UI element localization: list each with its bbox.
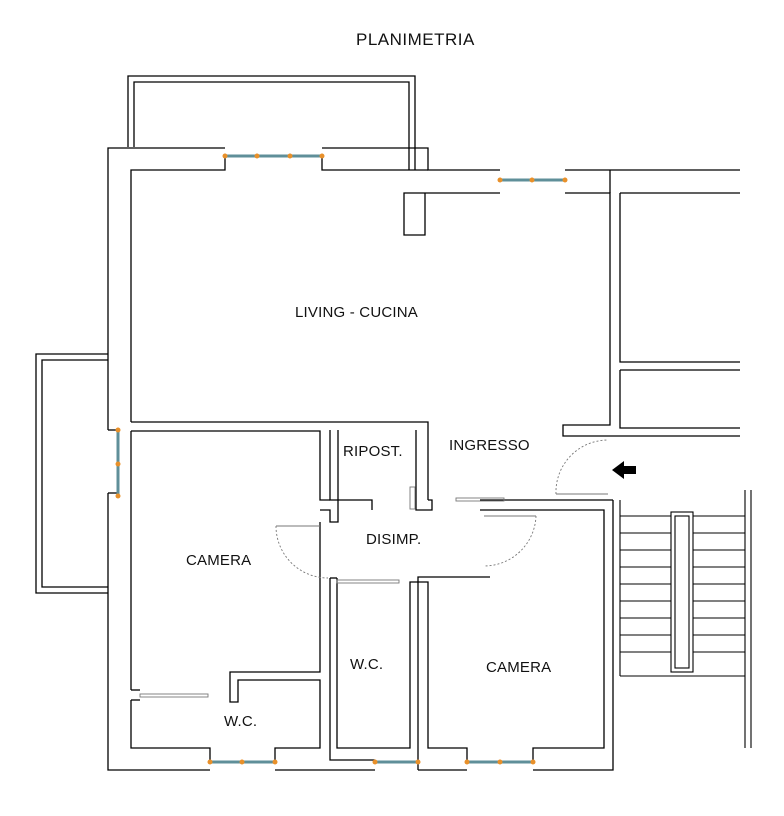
room-label-ripost: RIPOST. — [343, 443, 403, 460]
room-label-camera-right: CAMERA — [486, 659, 552, 676]
room-label-camera-left: CAMERA — [186, 552, 252, 569]
camera-left-walls — [130, 578, 321, 760]
window-bottom-right — [464, 759, 536, 765]
window-left — [115, 427, 121, 499]
room-label-living: LIVING - CUCINA — [295, 304, 419, 321]
windows — [115, 153, 568, 765]
window-top — [222, 153, 325, 159]
window-bottom-center — [372, 759, 421, 765]
room-label-wc-center: W.C. — [350, 656, 384, 673]
doors — [139, 439, 609, 698]
wc-center-walls — [329, 577, 418, 761]
room-label-ingresso: INGRESSO — [449, 437, 530, 454]
ripost-walls — [320, 430, 433, 523]
left-balcony — [35, 353, 108, 594]
plan-title: PLANIMETRIA — [356, 30, 475, 49]
room-label-disimp: DISIMP. — [366, 531, 422, 548]
camera-right-walls — [417, 499, 613, 770]
room-label-wc-bottom: W.C. — [224, 713, 258, 730]
entrance-arrow-icon — [612, 461, 636, 479]
stairs — [619, 490, 752, 748]
inner-walls — [108, 157, 740, 600]
window-top-right — [497, 177, 568, 183]
window-bottom-left — [207, 759, 278, 765]
outer-walls — [107, 147, 740, 771]
stair-room-walls — [619, 192, 740, 429]
top-terrace — [127, 75, 416, 170]
